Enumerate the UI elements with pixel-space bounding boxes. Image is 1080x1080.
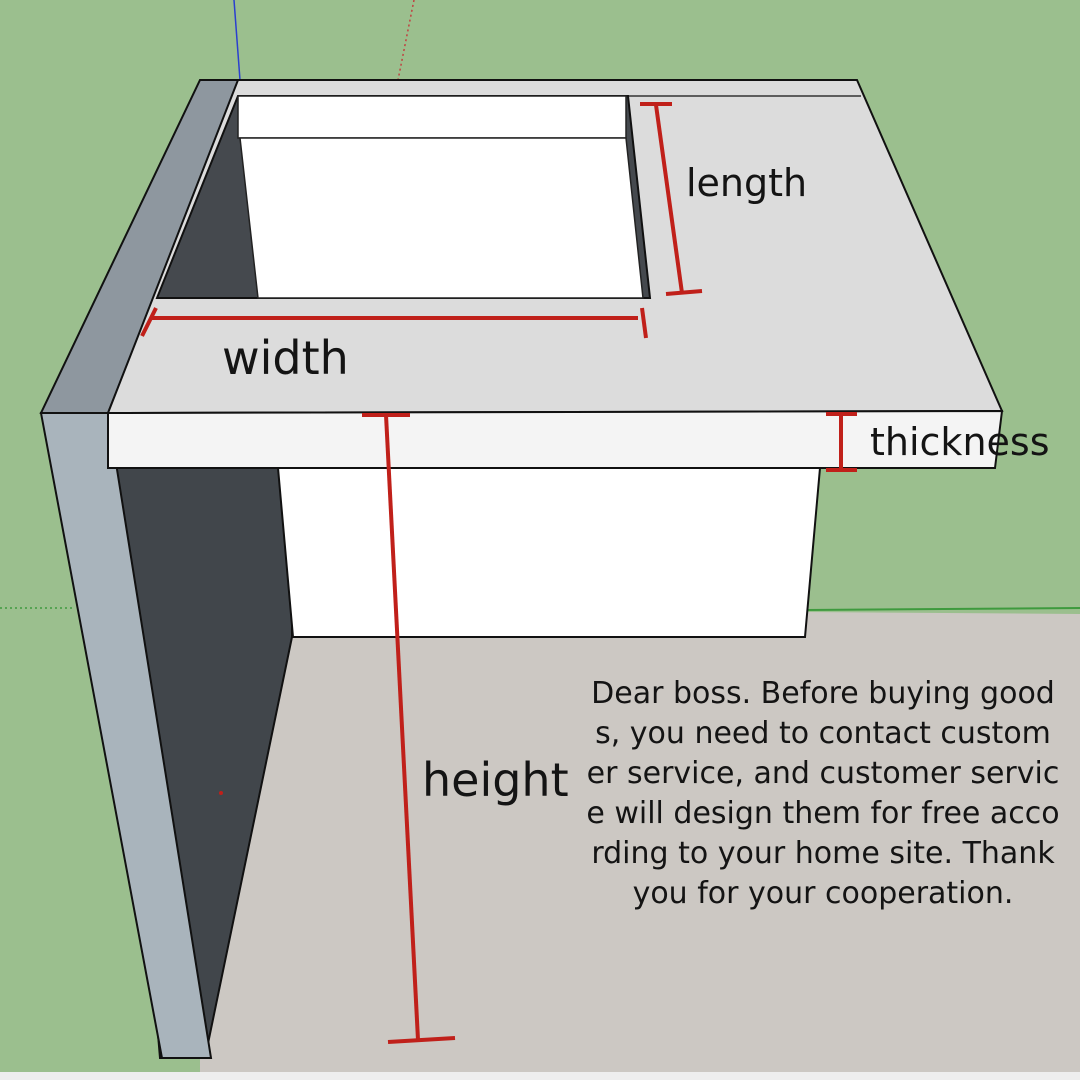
length-label: length [686, 161, 808, 205]
height-label: height [422, 753, 569, 807]
width-dimension [140, 307, 648, 339]
side-panel-front [39, 412, 213, 1059]
width-label: width [222, 331, 349, 385]
green-axis-line-right [805, 607, 1080, 611]
thickness-label: thickness [870, 420, 1050, 464]
height-dimension [362, 413, 456, 1044]
customer-service-notice: Dear boss. Before buying goods, you need… [586, 676, 1060, 911]
length-dimension [640, 102, 703, 296]
countertop-front-edge [107, 409, 1004, 469]
floor [200, 612, 1080, 1080]
sink-inner-wall [239, 137, 644, 299]
thickness-dimension [826, 412, 857, 472]
cabinet-front [276, 467, 822, 638]
red-marker-dot [219, 791, 223, 795]
sink-inner-back [237, 95, 627, 139]
bottom-edge-bar [0, 1072, 1080, 1080]
blue-axis-line [233, 0, 241, 81]
red-axis-line [397, 0, 415, 81]
